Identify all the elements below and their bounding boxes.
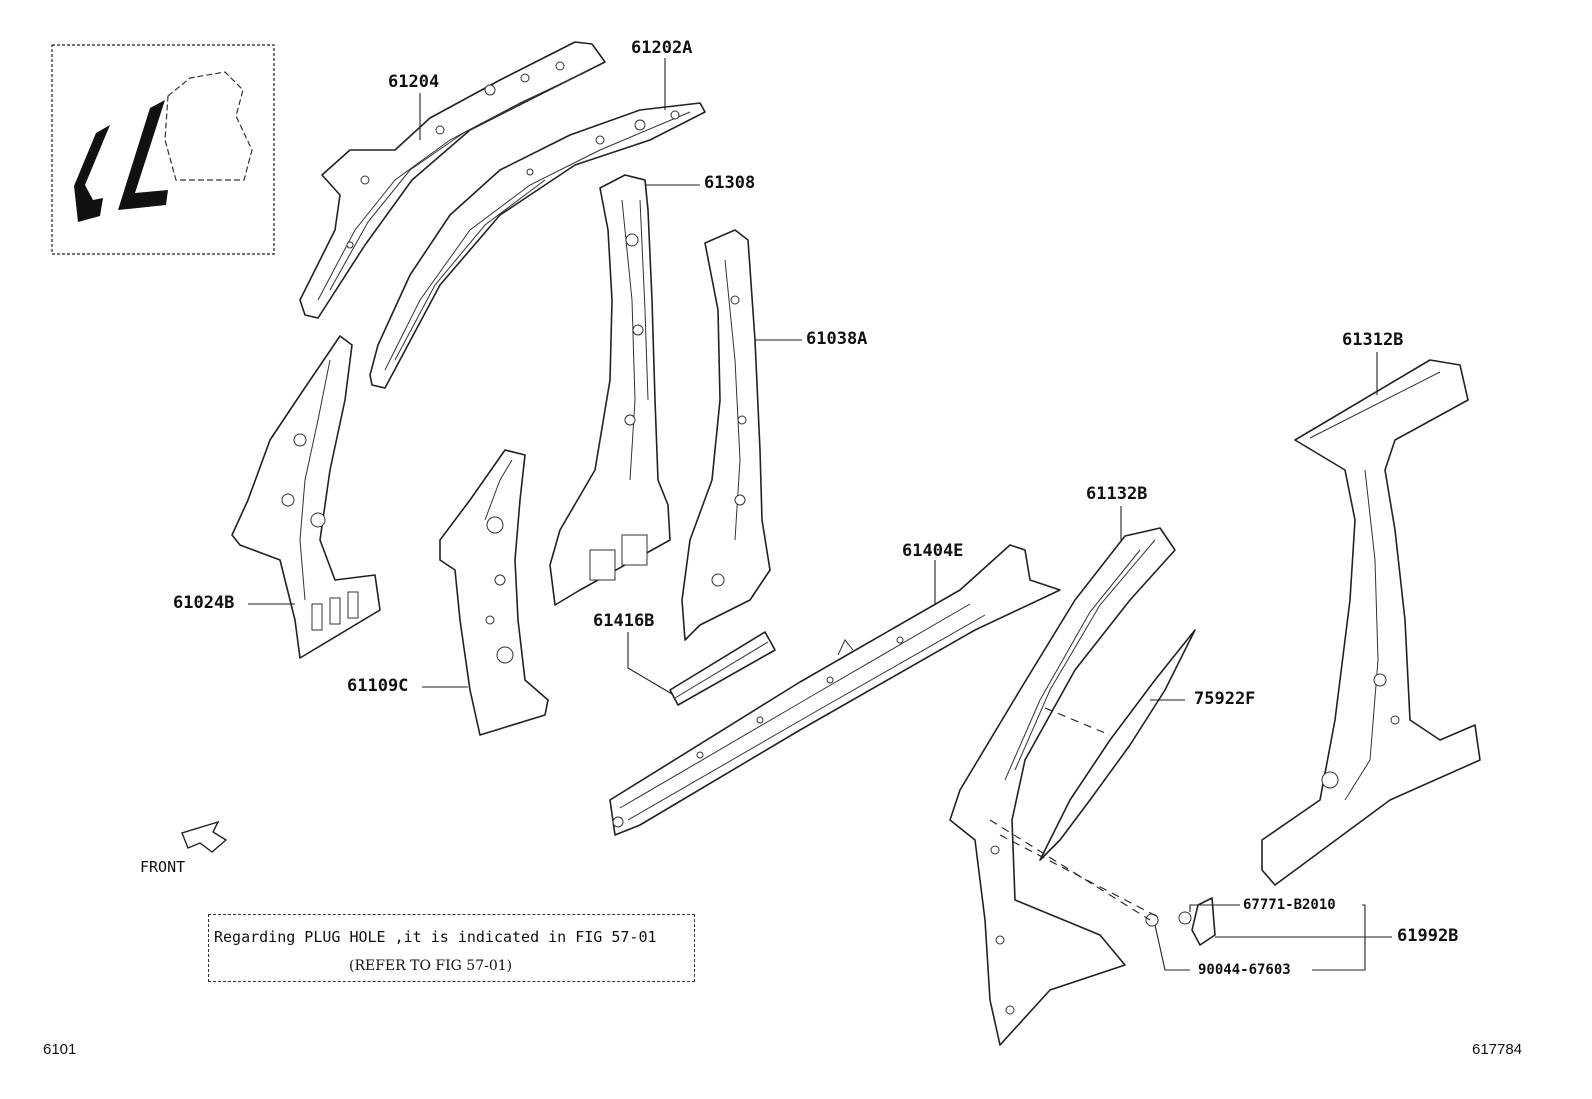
part-61109C [439,449,549,736]
plug-hole-note: Regarding PLUG HOLE ,it is indicated in … [208,914,695,982]
label-61132B[interactable]: 61132B [1086,484,1148,504]
part-61132B [949,527,1176,1046]
note-line-1: Regarding PLUG HOLE ,it is indicated in … [214,928,657,946]
part-61204 [299,41,606,319]
label-61404E[interactable]: 61404E [902,541,964,561]
part-61992B-clip [1145,897,1216,946]
label-75922F[interactable]: 75922F [1194,689,1256,709]
label-61992B[interactable]: 61992B [1397,926,1459,946]
label-90044-67603[interactable]: 90044-67603 [1198,962,1291,978]
locator-inset [51,44,275,255]
label-67771-B2010[interactable]: 67771-B2010 [1243,897,1336,913]
footer-right-code: 617784 [1472,1041,1523,1058]
label-61416B[interactable]: 61416B [593,611,655,631]
part-61202A [369,102,706,389]
part-61024B [231,335,381,659]
label-61204[interactable]: 61204 [388,72,440,92]
part-61416B [669,631,776,706]
footer-left-code: 6101 [43,1041,77,1058]
part-61308 [549,174,671,606]
label-61109C[interactable]: 61109C [347,676,409,696]
label-61038A[interactable]: 61038A [806,329,868,349]
part-75922F [1039,629,1196,861]
label-61024B[interactable]: 61024B [173,593,235,613]
part-61038A [681,229,771,641]
leader-lines [248,58,1392,971]
label-61308[interactable]: 61308 [704,173,756,193]
front-label: FRONT [140,858,186,876]
assembly-dashes [989,707,1161,921]
label-61202A[interactable]: 61202A [631,38,693,58]
note-line-2: (REFER TO FIG 57-01) [349,958,513,974]
label-61312B[interactable]: 61312B [1342,330,1404,350]
part-61312B [1261,359,1481,886]
front-arrow-icon [181,820,228,853]
part-61404E [609,544,1061,836]
